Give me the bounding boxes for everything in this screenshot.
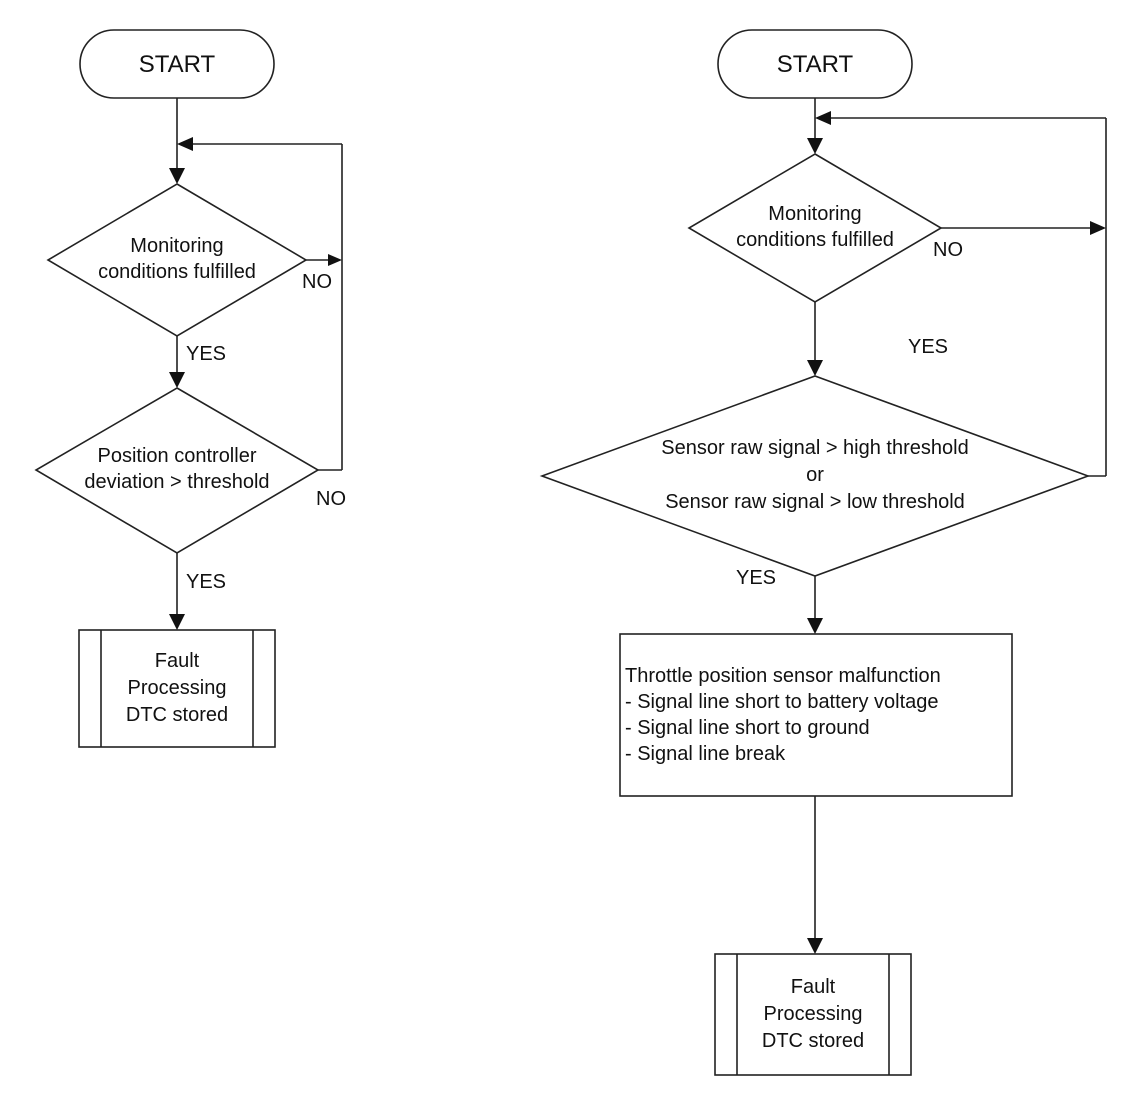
- right-malfunction-entry-arrowhead: [807, 618, 823, 634]
- right-loop-arrowhead: [815, 111, 831, 125]
- left-decision2-yes-label: YES: [186, 571, 226, 593]
- left-decision1-yes-label: YES: [186, 343, 226, 365]
- left-fault-processing-box: [78, 629, 276, 748]
- right-decision2-line3: Sensor raw signal > low threshold: [665, 491, 965, 513]
- left-decision1-line2: conditions fulfilled: [98, 261, 256, 283]
- right-decision1-line1: Monitoring: [768, 203, 861, 225]
- left-decision1-no-label: NO: [302, 271, 332, 293]
- left-arrowhead-decision1-entry: [169, 168, 185, 184]
- left-decision1-no-arrowhead: [328, 254, 342, 266]
- right-flowchart: START Monitoring conditions fulfilled NO…: [539, 29, 1107, 1076]
- right-malfunction-title: Throttle position sensor malfunction: [625, 665, 941, 687]
- left-process-line2: Processing: [128, 677, 227, 699]
- right-decision-monitoring: [687, 153, 943, 303]
- left-process-line1: Fault: [155, 650, 200, 672]
- right-decision1-no-label: NO: [933, 239, 963, 261]
- right-decision2-entry-arrowhead: [807, 360, 823, 376]
- left-decision2-entry-arrowhead: [169, 372, 185, 388]
- left-start-label: START: [139, 51, 216, 78]
- right-malfunction-item1: - Signal line short to battery voltage: [625, 691, 939, 713]
- right-process-entry-arrowhead: [807, 938, 823, 954]
- left-process-line3: DTC stored: [126, 704, 228, 726]
- right-process-line3: DTC stored: [762, 1030, 864, 1052]
- right-decision2-line1: Sensor raw signal > high threshold: [661, 437, 968, 459]
- right-decision1-line2: conditions fulfilled: [736, 229, 894, 251]
- right-fault-processing-box: [714, 953, 912, 1076]
- left-flowchart: START Monitoring conditions fulfilled NO…: [34, 29, 346, 748]
- right-decision1-yes-label: YES: [908, 336, 948, 358]
- left-process-entry-arrowhead: [169, 614, 185, 630]
- right-decision2-yes-label: YES: [736, 567, 776, 589]
- left-decision2-no-label: NO: [316, 488, 346, 510]
- right-decision1-no-arrowhead: [1090, 221, 1106, 235]
- right-start-label: START: [777, 51, 854, 78]
- right-malfunction-box: [619, 633, 1013, 797]
- left-loop-arrowhead: [177, 137, 193, 151]
- left-decision1-line1: Monitoring: [130, 235, 223, 257]
- right-malfunction-item3: - Signal line break: [625, 743, 786, 765]
- left-decision-monitoring: [46, 183, 308, 337]
- left-decision2-line1: Position controller: [98, 445, 257, 467]
- left-decision2-line2: deviation > threshold: [84, 471, 269, 493]
- right-process-line1: Fault: [791, 976, 836, 998]
- right-malfunction-item2: - Signal line short to ground: [625, 717, 870, 739]
- right-process-line2: Processing: [764, 1003, 863, 1025]
- right-arrowhead-decision1-entry: [807, 138, 823, 154]
- right-decision2-line2: or: [806, 464, 824, 486]
